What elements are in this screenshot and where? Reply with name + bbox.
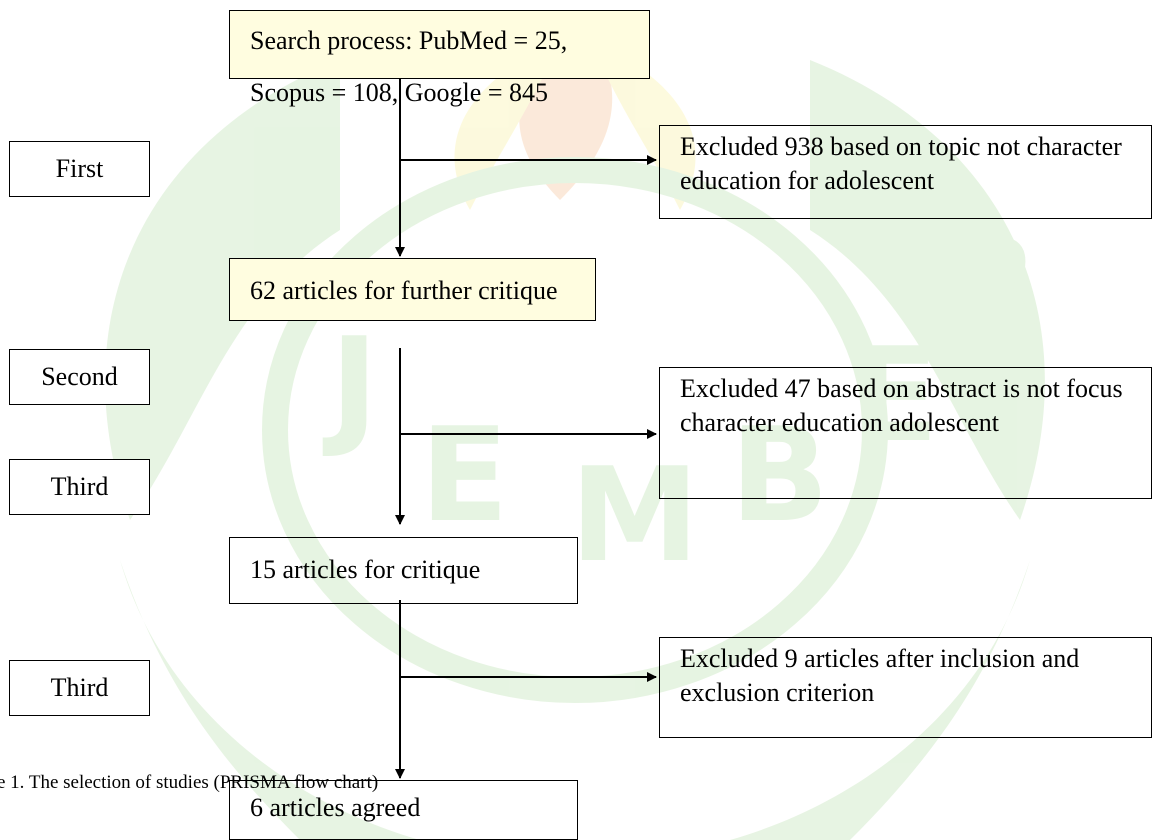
stage-label-third: Third (9, 459, 150, 515)
watermark-letter: M (570, 439, 699, 591)
watermark-letter: J (322, 309, 378, 461)
agreed-text: 6 articles agreed (250, 793, 421, 822)
excluded-938-text: Excluded 938 based on topic not characte… (680, 132, 1122, 195)
watermark-wing-right (590, 40, 696, 210)
excluded-938-box: Excluded 938 based on topic not characte… (659, 125, 1152, 219)
stage-third-final-text: Third (50, 673, 109, 702)
further-critique-text: 62 articles for further critique (250, 276, 558, 305)
watermark-letter: R (940, 209, 1040, 361)
stage-third-text: Third (50, 472, 109, 501)
watermark-letter: E (420, 399, 509, 551)
watermark-leaf-right (810, 60, 1045, 520)
watermark-wing-left (454, 40, 560, 210)
stage-label-third-final: Third (9, 660, 150, 716)
critique-box: 15 articles for critique (229, 537, 578, 604)
agreed-box: 6 articles agreed (229, 780, 578, 840)
stage-label-second: Second (9, 349, 150, 405)
watermark-leaf-left (105, 60, 340, 520)
figure-caption: e 1. The selection of studies (PRISMA fl… (0, 772, 379, 793)
critique-text: 15 articles for critique (250, 555, 481, 584)
search-process-box: Search process: PubMed = 25, Scopus = 10… (229, 10, 650, 107)
stage-first-text: First (55, 154, 104, 183)
excluded-47-text: Excluded 47 based on abstract is not foc… (680, 374, 1123, 437)
search-process-text: Search process: PubMed = 25, Scopus = 10… (250, 26, 568, 107)
watermark-leaf-lower-left (120, 560, 420, 840)
further-critique-box: 62 articles for further critique (229, 258, 596, 321)
watermark-ring (262, 157, 888, 703)
watermark-leaf-lower-right (730, 560, 1030, 840)
stage-second-text: Second (41, 362, 118, 391)
stage-label-first: First (9, 141, 150, 197)
excluded-9-box: Excluded 9 articles after inclusion and … (659, 637, 1152, 738)
watermark-letter: E (850, 319, 939, 471)
watermark-letter: B (730, 399, 829, 551)
excluded-47-box: Excluded 47 based on abstract is not foc… (659, 367, 1152, 499)
excluded-9-text: Excluded 9 articles after inclusion and … (680, 644, 1080, 707)
